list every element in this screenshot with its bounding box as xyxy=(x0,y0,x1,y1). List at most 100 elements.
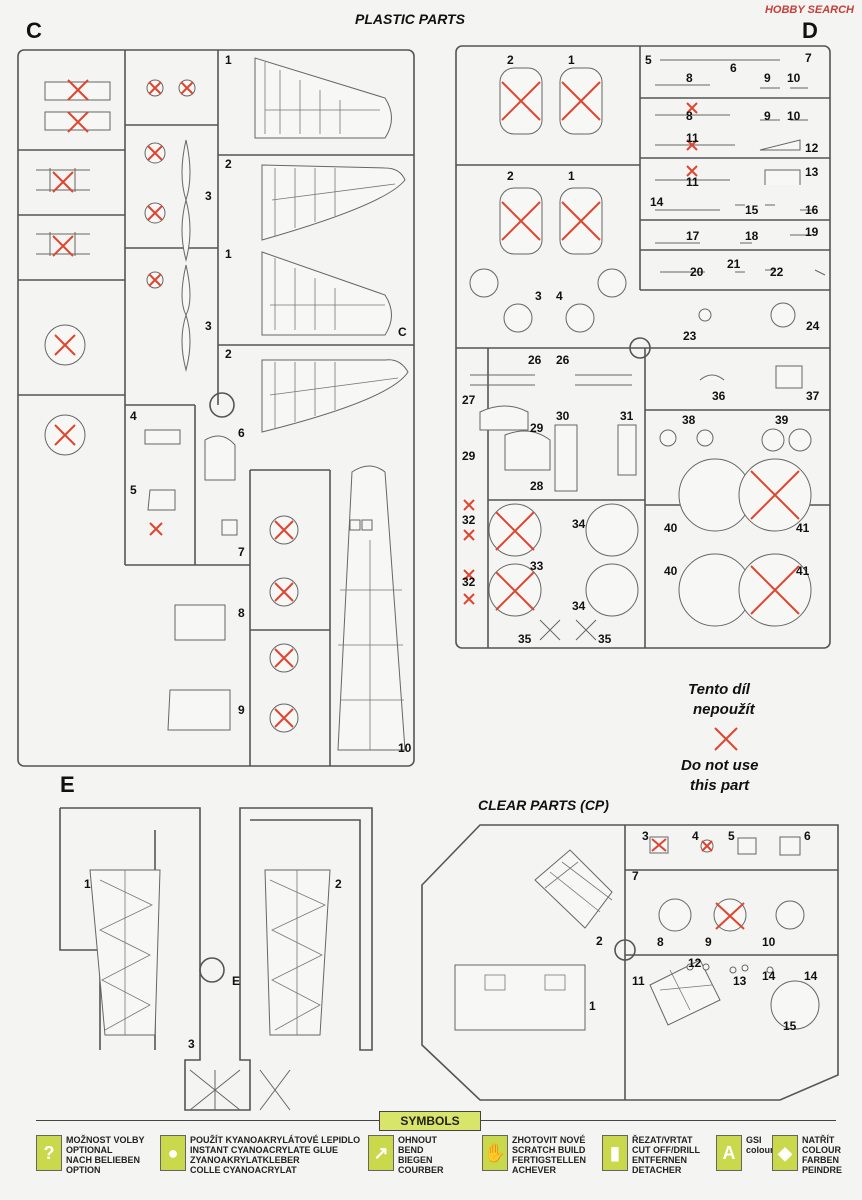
sprue-d-letter: D xyxy=(802,18,818,43)
part-number-d: 15 xyxy=(745,203,759,217)
part-number-d: 21 xyxy=(727,257,741,271)
symbol-text: OHNOUT BEND BIEGEN COURBER xyxy=(398,1135,444,1175)
part-number-cp: 12 xyxy=(688,956,702,970)
part-number-d: 18 xyxy=(745,229,759,243)
part-number-d: 17 xyxy=(686,229,700,243)
part-number-d: 10 xyxy=(787,109,801,123)
part-number-d: 9 xyxy=(764,71,771,85)
part-number-d: 28 xyxy=(530,479,544,493)
part-number-e: 3 xyxy=(188,1037,195,1051)
part-number-d: 4 xyxy=(556,289,563,303)
part-number-d: 37 xyxy=(806,389,820,403)
part-number-cp: 10 xyxy=(762,935,776,949)
not-used-en-line2: this part xyxy=(690,777,750,794)
part-number-d: 5 xyxy=(645,53,652,67)
symbol-icon: A xyxy=(716,1135,742,1171)
cross-icon xyxy=(714,727,738,751)
part-number-cp: 3 xyxy=(642,829,649,843)
part-number-d: 7 xyxy=(805,51,812,65)
part-number-c: 3 xyxy=(205,189,212,203)
part-number-d: 29 xyxy=(462,449,476,463)
symbol-item: ?MOŽNOST VOLBY OPTIONAL NACH BELIEBEN OP… xyxy=(36,1135,145,1175)
part-number-c: 9 xyxy=(238,703,245,717)
symbol-text: MOŽNOST VOLBY OPTIONAL NACH BELIEBEN OPT… xyxy=(66,1135,145,1175)
part-number-d: 12 xyxy=(805,141,819,155)
part-number-cp: 2 xyxy=(596,934,603,948)
part-number-d: 34 xyxy=(572,517,586,531)
part-number-d: 11 xyxy=(686,175,699,189)
symbol-text: POUŽÍT KYANOAKRYLÁTOVÉ LEPIDLO INSTANT C… xyxy=(190,1135,361,1175)
part-number-d: 41 xyxy=(796,521,810,535)
part-number-c: 1 xyxy=(225,53,232,67)
symbol-icon: ↗ xyxy=(368,1135,394,1171)
symbol-icon: ◆ xyxy=(772,1135,798,1171)
part-number-c: C xyxy=(398,325,407,339)
part-number-cp: 5 xyxy=(728,829,735,843)
part-number-c: 4 xyxy=(130,409,137,423)
not-used-legend: Tento díl nepoužít Do not use this part xyxy=(681,681,759,794)
clear-parts-heading: CLEAR PARTS (CP) xyxy=(478,797,609,813)
not-used-cz-line1: Tento díl xyxy=(688,681,751,698)
part-number-d: 13 xyxy=(805,165,819,179)
part-number-c: 1 xyxy=(225,247,232,261)
part-number-d: 26 xyxy=(556,353,570,367)
part-number-e: 2 xyxy=(335,877,342,891)
symbols-title: SYMBOLS xyxy=(379,1111,481,1131)
not-used-en-line1: Do not use xyxy=(681,757,759,774)
symbol-item: ✋ZHOTOVIT NOVÉ SCRATCH BUILD FERTIGSTELL… xyxy=(482,1135,586,1175)
part-number-c: 8 xyxy=(238,606,245,620)
part-number-c: 5 xyxy=(130,483,137,497)
symbol-icon: ● xyxy=(160,1135,186,1171)
part-number-d: 10 xyxy=(787,71,801,85)
sprue-e-part-numbers: 1 2 3 E xyxy=(84,877,342,1051)
sprue-e xyxy=(59,807,373,1111)
part-number-cp: 1 xyxy=(589,999,596,1013)
part-number-d: 23 xyxy=(683,329,697,343)
part-number-cp: 14 xyxy=(762,969,776,983)
symbol-text: ŘEZAT/VRTAT CUT OFF/DRILL ENTFERNEN DETA… xyxy=(632,1135,700,1175)
symbol-item: ▮ŘEZAT/VRTAT CUT OFF/DRILL ENTFERNEN DET… xyxy=(602,1135,700,1175)
symbol-text: NATŘÍT COLOUR FARBEN PEINDRE xyxy=(802,1135,843,1175)
part-number-d: 19 xyxy=(805,225,819,239)
part-number-cp: 13 xyxy=(733,974,747,988)
part-number-d: 8 xyxy=(686,71,693,85)
part-number-d: 32 xyxy=(462,513,476,527)
part-number-d: 8 xyxy=(686,109,693,123)
sprue-c-letter: C xyxy=(26,18,42,43)
part-number-cp: 15 xyxy=(783,1019,797,1033)
part-number-d: 40 xyxy=(664,564,678,578)
part-number-d: 41 xyxy=(796,564,810,578)
sprue-c xyxy=(17,49,415,767)
part-number-d: 29 xyxy=(530,421,544,435)
part-number-c: 10 xyxy=(398,741,412,755)
part-number-cp: 9 xyxy=(705,935,712,949)
part-number-d: 3 xyxy=(535,289,542,303)
part-number-d: 2 xyxy=(507,53,514,67)
symbols-legend: SYMBOLS ?MOŽNOST VOLBY OPTIONAL NACH BEL… xyxy=(36,1111,842,1197)
symbol-text: ZHOTOVIT NOVÉ SCRATCH BUILD FERTIGSTELLE… xyxy=(512,1135,586,1175)
instruction-sheet: PLASTIC PARTS CLEAR PARTS (CP) C D E xyxy=(17,11,839,1111)
part-number-cp: 7 xyxy=(632,869,639,883)
part-number-cp: 8 xyxy=(657,935,664,949)
symbol-item: ◆NATŘÍT COLOUR FARBEN PEINDRE xyxy=(772,1135,842,1175)
part-number-d: 14 xyxy=(650,195,664,209)
part-number-d: 35 xyxy=(518,632,532,646)
part-number-e: E xyxy=(232,974,240,988)
part-number-d: 1 xyxy=(568,169,575,183)
part-number-d: 40 xyxy=(664,521,678,535)
part-number-d: 16 xyxy=(805,203,819,217)
sprue-e-letter: E xyxy=(60,772,75,797)
plastic-parts-heading: PLASTIC PARTS xyxy=(355,11,466,27)
symbol-icon: ? xyxy=(36,1135,62,1171)
sprue-d xyxy=(455,45,831,649)
part-number-d: 34 xyxy=(572,599,586,613)
part-number-d: 20 xyxy=(690,265,704,279)
part-number-cp: 6 xyxy=(804,829,811,843)
not-used-cz-line2: nepoužít xyxy=(693,701,756,718)
part-number-e: 1 xyxy=(84,877,91,891)
part-number-cp: 4 xyxy=(692,829,699,843)
part-number-c: 2 xyxy=(225,347,232,361)
part-number-d: 6 xyxy=(730,61,737,75)
part-number-c: 3 xyxy=(205,319,212,333)
